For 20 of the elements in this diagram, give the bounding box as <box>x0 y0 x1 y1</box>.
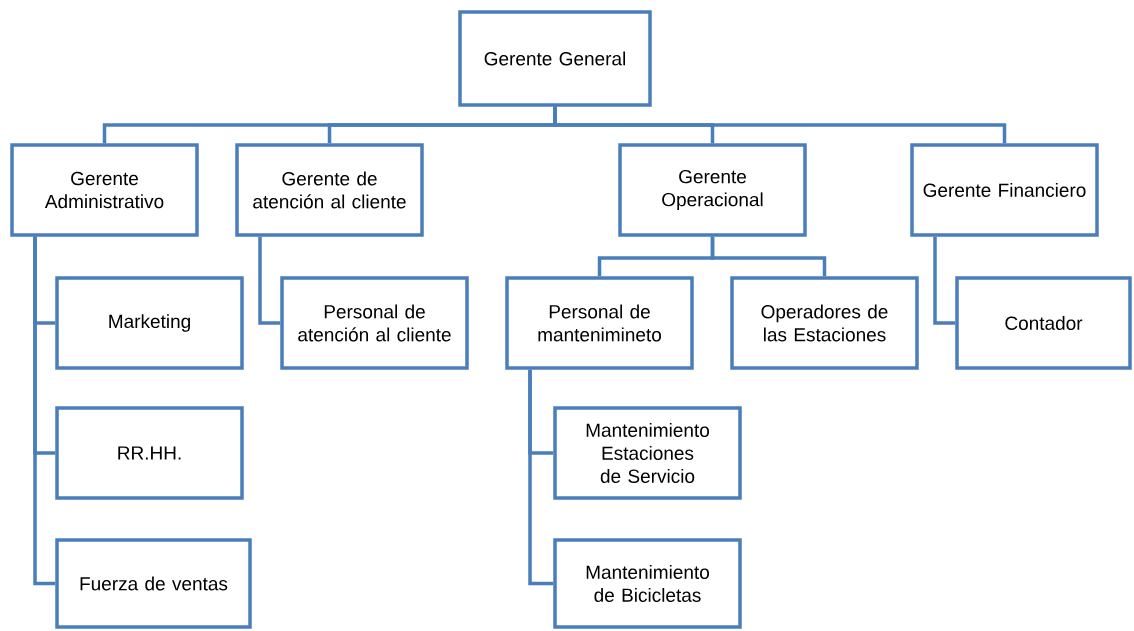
connector-line <box>933 236 956 325</box>
position-box: Gerente Administrativo <box>10 143 199 237</box>
connector-line <box>258 236 281 325</box>
position-box: RR.HH. <box>55 406 244 500</box>
position-box: Gerente Financiero <box>910 143 1099 237</box>
connector-line <box>710 236 827 277</box>
position-box: Contador <box>955 276 1132 370</box>
position-box: Gerente de atención al cliente <box>235 143 424 237</box>
position-box: Marketing <box>55 276 244 370</box>
position-box: Gerente Operacional <box>618 143 807 237</box>
connector-line <box>33 236 56 586</box>
position-box: Operadores de las Estaciones <box>730 276 919 370</box>
connector-line <box>553 106 1007 144</box>
position-box: Mantenimiento Estaciones de Servicio <box>553 406 742 500</box>
position-box: Personal de mantenimineto <box>505 276 694 370</box>
position-box: Gerente General <box>458 10 652 107</box>
position-box: Personal de atención al cliente <box>280 276 469 370</box>
position-box: Fuerza de ventas <box>55 538 252 629</box>
position-box: Mantenimiento de Bicicletas <box>553 538 742 629</box>
connector-line <box>528 369 554 586</box>
